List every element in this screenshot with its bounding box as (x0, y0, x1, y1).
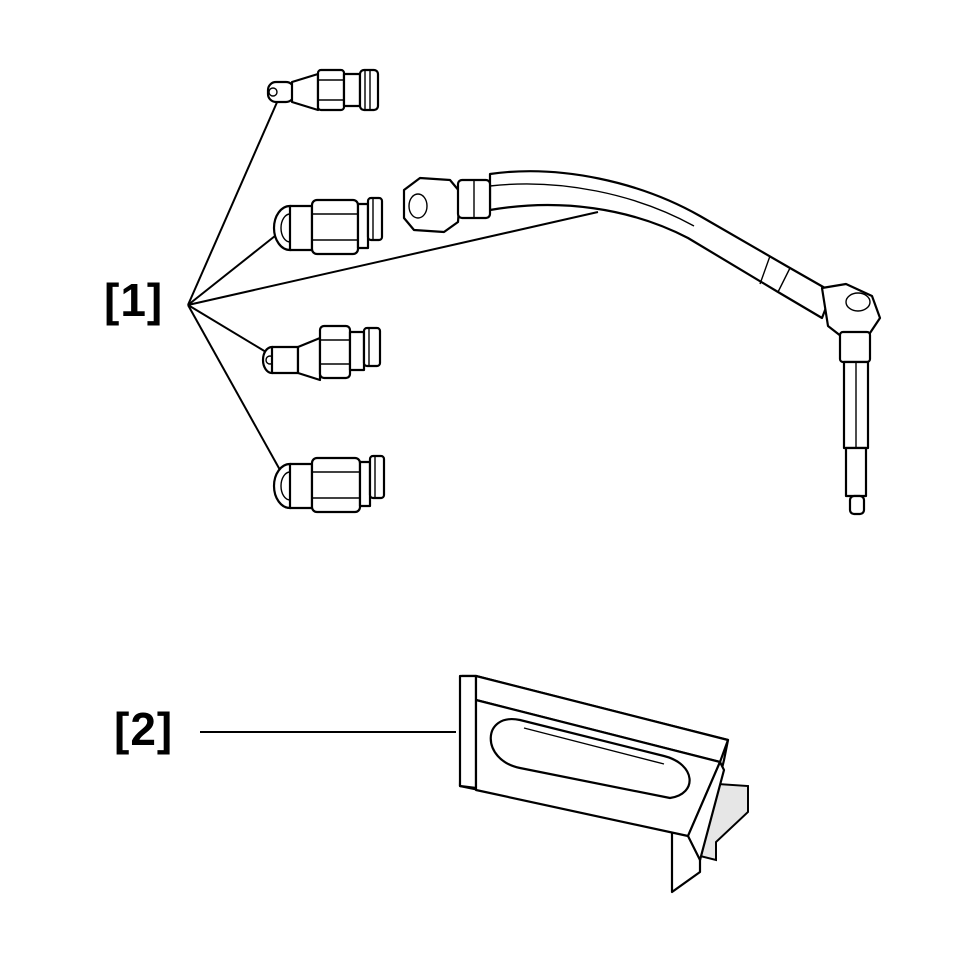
callout-label-2: [2] (114, 703, 174, 755)
adapter-nipple-top (266, 68, 380, 112)
adapter-threaded-upper (272, 196, 384, 256)
callout-label-1: [1] (104, 274, 164, 326)
holding-bracket (458, 674, 749, 894)
adapter-threaded-lower (272, 454, 386, 514)
pipe-assembly (402, 170, 882, 516)
leader-lines-1 (187, 99, 599, 471)
adapter-nipple-lower (261, 324, 382, 382)
